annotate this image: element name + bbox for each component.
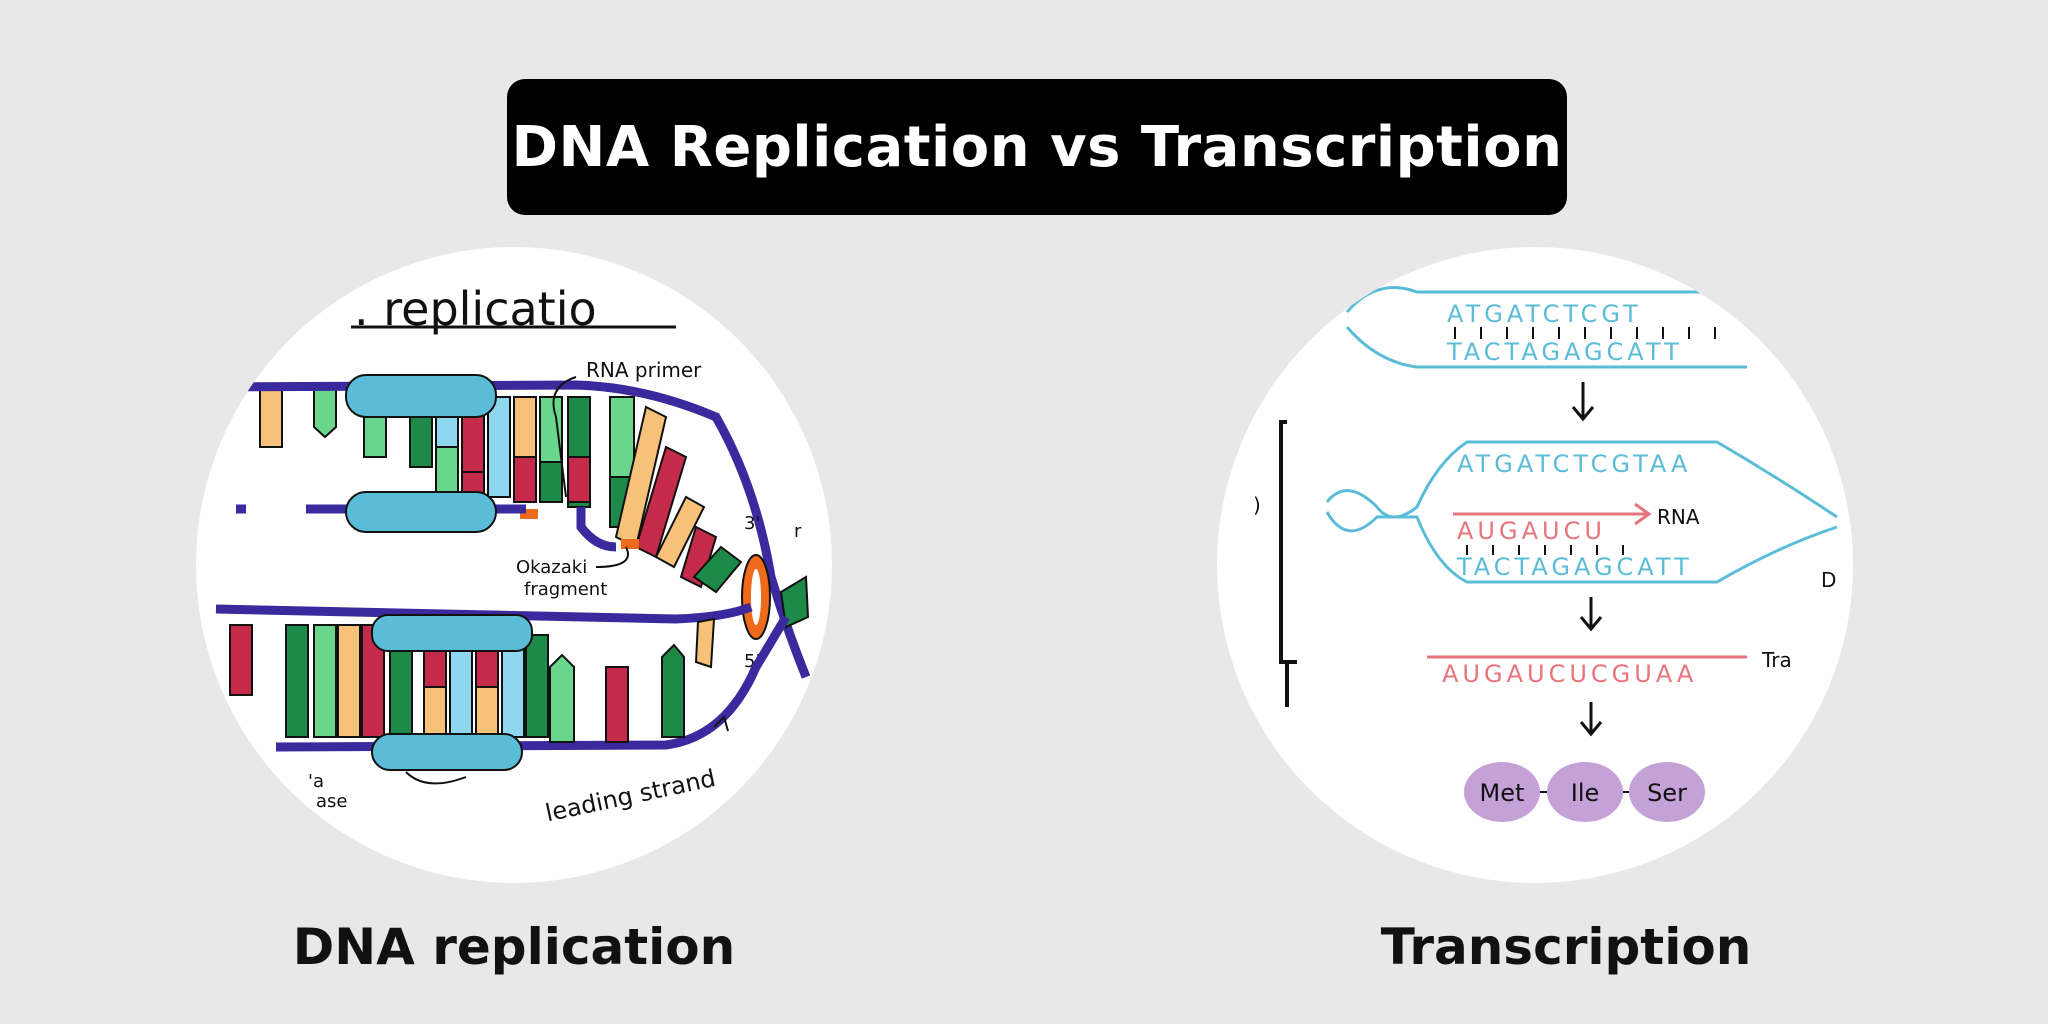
dna-bottom-sequence-1: TACTAGAGCATT xyxy=(1446,338,1683,366)
transcription-bubble-top xyxy=(1325,440,1838,519)
transcription-bubble-bottom xyxy=(1325,511,1838,584)
mrna-sequence: AUGAUCUCGUAA xyxy=(1442,660,1697,688)
caption-transcription: Transcription xyxy=(1380,918,1752,976)
edge-label-ase: ase xyxy=(316,791,347,812)
dna-top-sequence-2: ATGATCTCGTAA xyxy=(1457,450,1691,478)
transcription-diagram: ATGATCTCGT TACTAGAGCATT ) ATGATCTCGTAA R… xyxy=(1253,286,1838,822)
leading-strand-label: leading strand xyxy=(543,764,718,827)
okazaki-label: Okazaki xyxy=(516,557,587,578)
dna-replication-illustration: . replicatio xyxy=(196,247,832,883)
title-banner: DNA Replication vs Transcription xyxy=(507,79,1567,215)
amino-acid-ser: Ser xyxy=(1647,779,1687,807)
process-bracket xyxy=(1279,420,1297,707)
edge-label-paren: ) xyxy=(1253,493,1261,517)
amino-acid-met: Met xyxy=(1480,779,1525,807)
dna-bottom-sequence-2: TACTAGAGCATT xyxy=(1456,553,1693,581)
transcription-illustration: ATGATCTCGT TACTAGAGCATT ) ATGATCTCGTAA R… xyxy=(1217,247,1853,883)
lower-template-backbone xyxy=(215,602,753,624)
upper-lower-bases xyxy=(435,446,639,549)
clamp-bottom-lower xyxy=(371,733,523,771)
clamp-bottom-upper xyxy=(345,491,497,533)
rna-arrow xyxy=(1453,502,1652,526)
arrow-down-1 xyxy=(1571,382,1595,422)
caption-dna-replication: DNA replication xyxy=(292,918,736,976)
replication-diagram: . replicatio xyxy=(215,282,811,827)
lower-base-pairs xyxy=(229,617,716,743)
amino-acid-ile: Ile xyxy=(1571,779,1600,807)
rna-partial-sequence: AUGAUCU xyxy=(1457,517,1606,545)
okazaki-strand xyxy=(576,507,617,552)
hydrogen-bonds-middle xyxy=(1466,545,1624,555)
mrna-label-partial: Tra xyxy=(1761,648,1792,672)
clamp-top-upper xyxy=(345,374,497,418)
hydrogen-bonds-top xyxy=(1454,327,1716,339)
page-title: DNA Replication vs Transcription xyxy=(511,114,1563,180)
edge-label-a: 'a xyxy=(308,771,324,792)
edge-label-r: r xyxy=(794,521,802,542)
arrow-down-2 xyxy=(1579,597,1603,632)
dna-top-sequence-1: ATGATCTCGT xyxy=(1447,300,1642,328)
edge-label-d: D xyxy=(1821,568,1836,592)
amino-acid-1 xyxy=(1464,762,1540,822)
amino-acid-2 xyxy=(1547,762,1623,822)
rna-primer-label: RNA primer xyxy=(586,358,702,382)
fragment-label: fragment xyxy=(524,579,607,600)
amino-acid-3 xyxy=(1629,762,1705,822)
upper-base-pairs xyxy=(259,386,743,594)
arrow-down-3 xyxy=(1579,702,1603,737)
dna-strand-top-outline xyxy=(1345,286,1747,369)
clamp-top-lower xyxy=(371,614,533,652)
rna-label: RNA xyxy=(1657,505,1700,529)
three-prime-label: 3' xyxy=(744,513,760,534)
